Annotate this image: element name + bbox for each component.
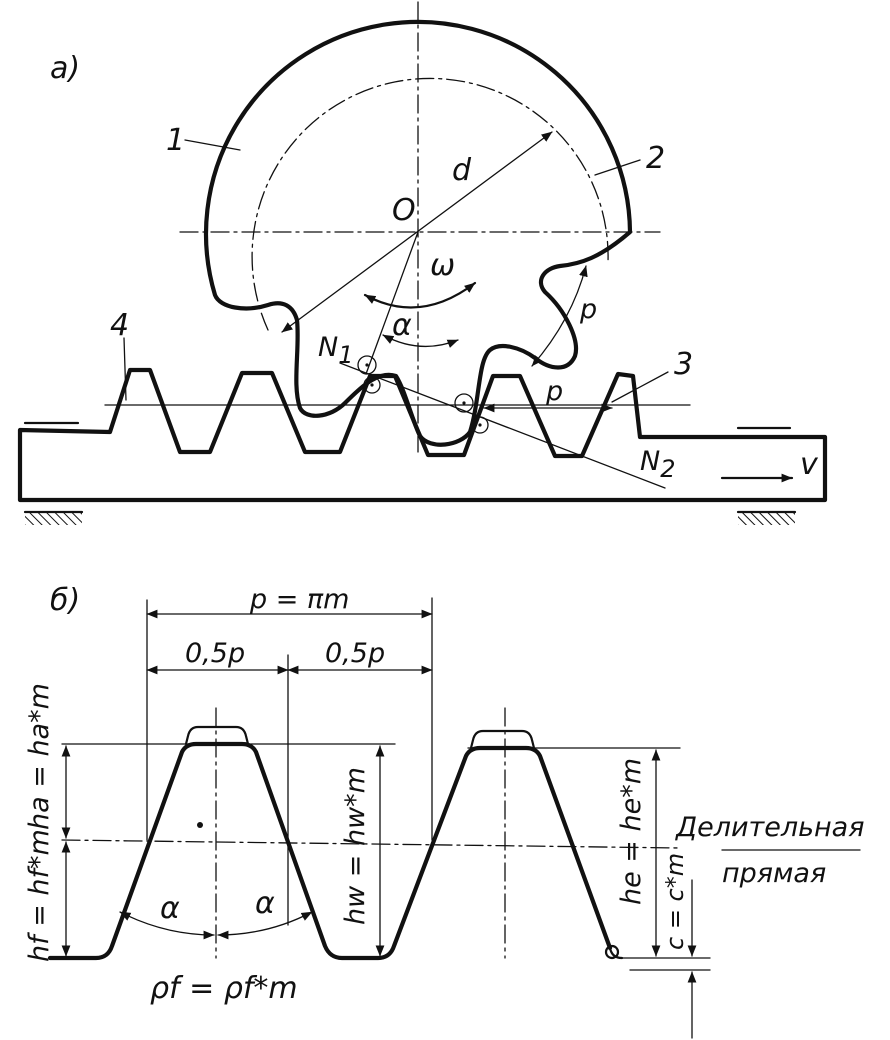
tooth-tip-1 (184, 725, 250, 746)
dot-mark (197, 822, 203, 828)
callout-3-leader (611, 371, 669, 403)
callout-1-leader (184, 139, 241, 151)
half-pitch-right-label: 0,5p (325, 638, 385, 669)
angle-right-label: α (255, 886, 275, 921)
pitch-line-name-2: прямая (722, 858, 826, 889)
addendum-label: ha = ha*m (24, 683, 55, 830)
pitch-formula: p = πm (249, 584, 349, 615)
angle-left-label: α (160, 891, 180, 926)
line-of-action (339, 362, 666, 489)
diameter-label: d (452, 153, 472, 188)
velocity-label: v (800, 447, 819, 482)
alpha-label: α (392, 308, 412, 343)
contact-marker-1 (357, 355, 377, 375)
callout-2: 2 (646, 141, 665, 176)
half-pitch-left-label: 0,5p (185, 638, 245, 669)
gear-pitch-label: p (579, 294, 597, 325)
callout-2-leader (594, 159, 641, 176)
part-a: а) (17, 1, 828, 525)
omega-label: ω (430, 248, 455, 283)
contact-marker-4 (471, 416, 489, 434)
diameter-arrow (281, 131, 553, 333)
angle-arc-right (217, 911, 313, 940)
contact-marker-2 (363, 376, 381, 394)
fillet-end (608, 946, 624, 960)
clearance-label: c = c*m (661, 853, 689, 950)
pressure-angle-arc (382, 334, 459, 348)
angle-arc-left (119, 911, 215, 940)
pitch-line-name-1: Делительная (675, 812, 864, 843)
angular-velocity-arrow (363, 281, 477, 309)
callout-4-leader (123, 337, 127, 401)
left-support-hatch (25, 513, 82, 525)
pitch-line (61, 839, 681, 849)
rack-pitch-label: p (545, 376, 563, 407)
tooth-tip-2 (469, 729, 536, 750)
radius-to-n1 (365, 231, 419, 375)
fillet-radius-label: ρf = ρf*m (150, 971, 298, 1006)
part-a-label: а) (50, 51, 80, 86)
part-b-label: б) (50, 583, 80, 618)
rack-outline (17, 367, 828, 503)
working-depth-label: hw = hw*m (340, 767, 371, 925)
gear-pitch-circle (251, 77, 609, 331)
dedendum-label: hf = hf*m (24, 829, 55, 962)
contact-marker-3 (454, 393, 474, 413)
callout-1: 1 (166, 123, 185, 158)
fillet-point (604, 944, 620, 960)
center-label: O (392, 193, 416, 228)
right-support-hatch (738, 513, 795, 525)
rack-profile (47, 741, 613, 961)
n1-label: N1 (318, 332, 353, 369)
gear-pitch-arrow (531, 265, 588, 367)
n2-label: N2 (640, 446, 675, 483)
tooth-height-label: he = he*m (616, 758, 647, 905)
callout-4: 4 (110, 308, 129, 343)
callout-3: 3 (674, 347, 693, 382)
part-b: б) p = πm (24, 583, 864, 1039)
